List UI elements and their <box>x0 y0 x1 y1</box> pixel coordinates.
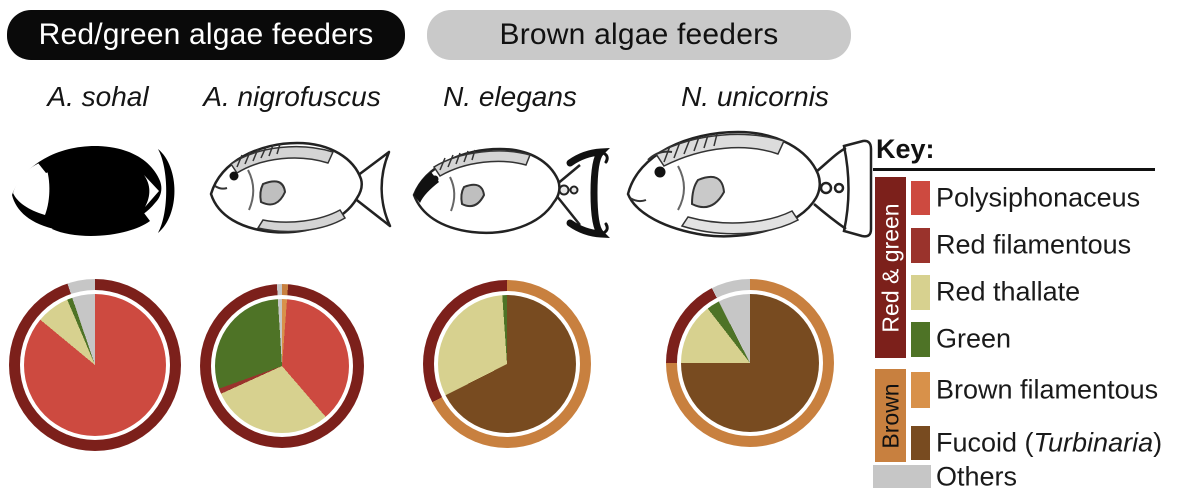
fucoid-label-suffix: ) <box>1153 427 1163 458</box>
pie-slices <box>24 294 166 436</box>
fish-illustration-n-unicornis <box>620 110 880 275</box>
group-pill-label: Brown algae feeders <box>499 18 779 51</box>
legend-label-polysiphonaceus: Polysiphonaceus <box>936 182 1141 213</box>
legend-label-fucoid: Fucoid (Turbinaria) <box>936 428 1162 459</box>
legend-label-green: Green <box>936 323 1012 354</box>
group-bar-red-green: Red & green <box>875 177 906 358</box>
pie-chart-n-elegans <box>423 280 591 448</box>
fucoid-label-italic: Turbinaria <box>1033 427 1154 458</box>
swatch-others <box>873 465 931 488</box>
swatch-fucoid <box>911 426 930 460</box>
fish-illustration-a-sohal <box>8 133 188 251</box>
group-bar-label: Brown <box>877 382 903 449</box>
key-underline-rule <box>873 168 1155 171</box>
species-name-a-sohal: A. sohal <box>47 81 149 112</box>
fish-n-unicornis-svg <box>626 130 873 238</box>
legend-label-red-filamentous: Red filamentous <box>936 229 1132 260</box>
pie-slices <box>438 295 576 433</box>
fish-n-elegans-svg <box>412 147 610 239</box>
fish-illustration-n-elegans <box>408 133 618 263</box>
pie-slices <box>681 294 819 432</box>
group-pill-brown-feeders: Brown algae feeders <box>427 10 851 60</box>
pie-chart-a-nigrofuscus <box>200 284 364 448</box>
legend-label-others: Others <box>936 461 1018 492</box>
swatch-polysiphonaceus <box>911 181 930 215</box>
group-bar-brown: Brown <box>875 369 906 462</box>
species-name-n-unicornis: N. unicornis <box>681 81 829 112</box>
group-pill-label: Red/green algae feeders <box>38 18 374 51</box>
pie-slices <box>215 299 349 433</box>
group-bar-label: Red & green <box>877 202 903 333</box>
pie-chart-n-unicornis <box>666 279 834 447</box>
swatch-red-thallate <box>911 275 930 310</box>
species-name-n-elegans: N. elegans <box>443 81 577 112</box>
fucoid-label-prefix: Fucoid ( <box>936 427 1034 458</box>
fish-a-nigrofuscus-svg <box>209 141 392 234</box>
group-pill-red-green-feeders: Red/green algae feeders <box>7 10 405 60</box>
legend-label-red-thallate: Red thallate <box>936 276 1081 307</box>
legend-label-brown-filamentous: Brown filamentous <box>936 374 1159 405</box>
fish-a-sohal-svg <box>12 145 175 236</box>
swatch-brown-filamentous <box>911 372 930 408</box>
swatch-red-filamentous <box>911 228 930 263</box>
swatch-green <box>911 322 930 357</box>
key-title: Key: <box>876 134 935 164</box>
pie-chart-a-sohal <box>9 279 181 451</box>
fish-illustration-a-nigrofuscus <box>203 126 398 256</box>
species-name-a-nigrofuscus: A. nigrofuscus <box>203 81 381 112</box>
